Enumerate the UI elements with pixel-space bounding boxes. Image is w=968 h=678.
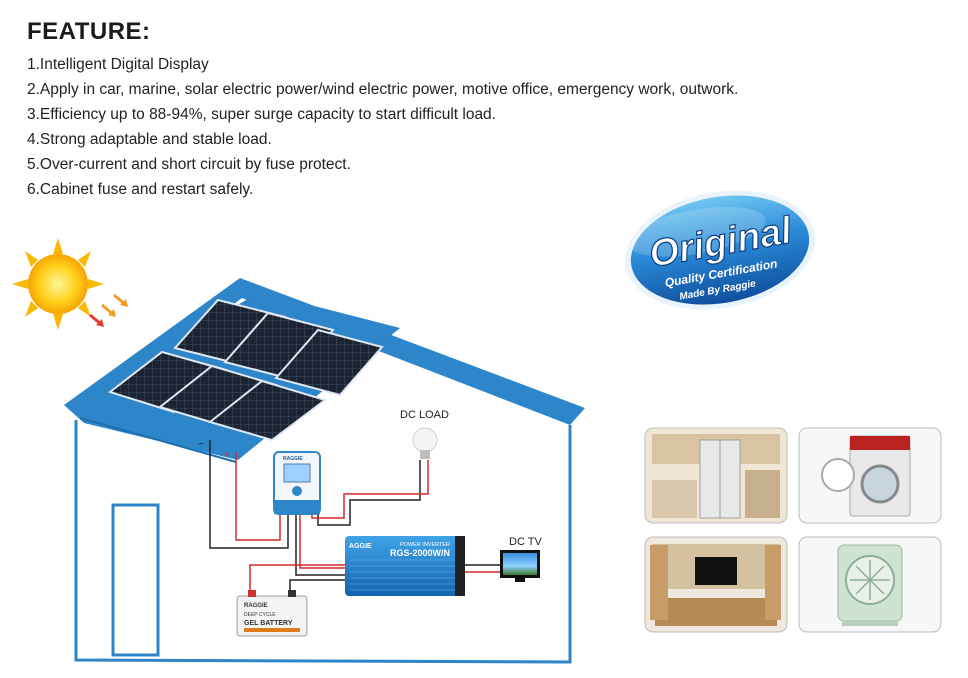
house-door bbox=[111, 503, 160, 657]
appliance-box-fan bbox=[798, 536, 942, 633]
battery-line2: GEL BATTERY bbox=[244, 620, 293, 627]
battery-line1: DEEP CYCLE bbox=[244, 612, 276, 618]
power-inverter: AGGIE POWER INVERTER RGS-2000W/N bbox=[345, 536, 465, 596]
house-outline bbox=[74, 420, 572, 664]
feature-item: 2.Apply in car, marine, solar electric p… bbox=[27, 81, 739, 98]
charge-controller: RAGGIE bbox=[273, 451, 321, 515]
sun-icon bbox=[12, 238, 104, 330]
feature-item: 4.Strong adaptable and stable load. bbox=[27, 131, 272, 148]
feature-item: 6.Cabinet fuse and restart safely. bbox=[27, 181, 254, 198]
dc-load-label: DC LOAD bbox=[400, 409, 449, 421]
inverter-model: RGS-2000W/N bbox=[390, 548, 450, 558]
inverter-header: POWER INVERTER bbox=[400, 542, 450, 548]
wires bbox=[209, 440, 500, 595]
sun-ray-arrows bbox=[89, 293, 128, 327]
gel-battery: RAGGIE DEEP CYCLE GEL BATTERY bbox=[236, 590, 308, 637]
appliance-washing-machine bbox=[798, 427, 942, 524]
dc-tv-icon bbox=[500, 550, 540, 582]
dc-load-bulb-icon bbox=[412, 427, 438, 459]
positive-sign: + bbox=[224, 450, 230, 461]
appliance-living-room-tv bbox=[644, 536, 788, 633]
controller-brand: RAGGIE bbox=[283, 456, 303, 462]
original-badge: Original Quality Certification Made By R… bbox=[624, 190, 816, 310]
appliance-kitchen-refrigerator bbox=[644, 427, 788, 524]
feature-item: 5.Over-current and short circuit by fuse… bbox=[27, 156, 351, 173]
battery-brand: RAGGIE bbox=[244, 603, 268, 609]
feature-item: 1.Intelligent Digital Display bbox=[27, 56, 209, 73]
page-title: FEATURE: bbox=[27, 18, 151, 45]
feature-item: 3.Efficiency up to 88-94%, super surge c… bbox=[27, 106, 496, 123]
inverter-brand: AGGIE bbox=[349, 543, 372, 550]
dc-tv-label: DC TV bbox=[509, 536, 542, 548]
solar-panels bbox=[107, 298, 384, 442]
negative-sign: − bbox=[198, 439, 204, 450]
feature-list: 1.Intelligent Digital Display 2.Apply in… bbox=[27, 52, 738, 202]
